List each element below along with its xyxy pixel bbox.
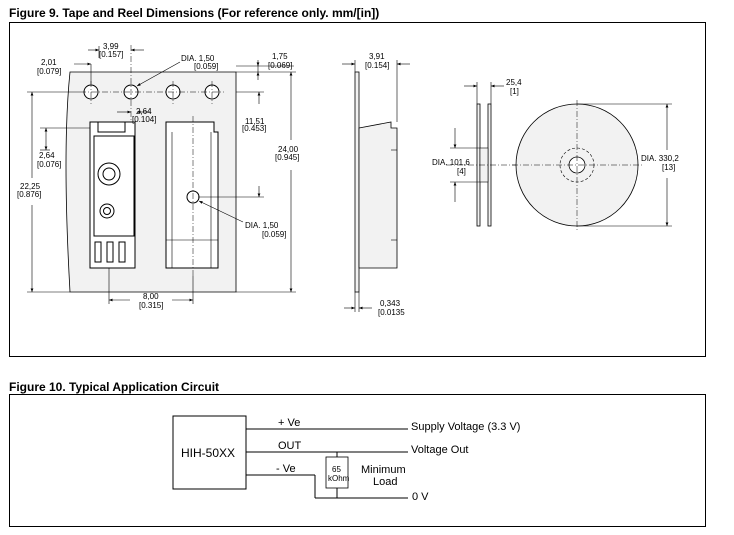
dim-175: 1,75	[272, 52, 288, 61]
dim-2225: 22,25	[20, 182, 41, 191]
resistor-unit: kOhm	[328, 474, 350, 483]
dim-264b: 2,64	[39, 151, 55, 160]
reel-side-dimensions	[450, 82, 504, 202]
dim-1151-in: [0.453]	[242, 124, 266, 133]
tape-front-view	[65, 45, 237, 293]
resistor-value: 65	[332, 465, 341, 474]
dim-dia150b-in: [0.059]	[262, 230, 286, 239]
pocket-side	[358, 121, 398, 269]
dim-dia1016: DIA. 101,6	[432, 158, 470, 167]
dim-201: 2,01	[41, 58, 57, 67]
pocket-empty	[165, 121, 219, 269]
dim-264a: 2,64	[136, 107, 152, 116]
load-label-1: Minimum	[361, 464, 406, 476]
dim-254-in: [1]	[510, 87, 519, 96]
dim-391: 3,91	[369, 52, 385, 61]
dim-2400: 24,00	[278, 145, 299, 154]
pin-neg-label: - Ve	[276, 463, 296, 475]
dim-399: 3,99	[103, 42, 119, 51]
dim-1151: 11,51	[245, 117, 265, 126]
dim-175-in: [0.069]	[268, 61, 292, 70]
vout-label: Voltage Out	[411, 444, 469, 456]
pocket-with-sensor	[89, 121, 136, 269]
supply-label: Supply Voltage (3.3 V)	[411, 421, 520, 433]
resistor	[325, 456, 349, 489]
dim-dia3302: DIA. 330,2	[641, 154, 679, 163]
dim-264b-in: [0.076]	[37, 160, 61, 169]
tape-side-view	[354, 71, 398, 293]
dim-dia150a-in: [0.059]	[194, 62, 218, 71]
sensor-body	[93, 135, 135, 237]
circuit	[172, 415, 408, 499]
dim-391-in: [0.154]	[365, 61, 389, 70]
ground-label: 0 V	[412, 491, 429, 503]
reel-front-view	[512, 100, 642, 230]
side-dimensions	[342, 60, 410, 312]
figure-9-title: Figure 9. Tape and Reel Dimensions (For …	[9, 6, 380, 20]
front-dimensions	[27, 46, 296, 304]
figure-10-frame	[9, 394, 706, 527]
chip-label: HIH-50XX	[181, 446, 235, 460]
load-label-2: Load	[373, 476, 397, 488]
dim-dia150b: DIA. 1,50	[245, 221, 279, 230]
pin-out-label: OUT	[278, 440, 302, 452]
pin-pos-label: + Ve	[278, 417, 300, 429]
chip-box	[172, 415, 247, 490]
dim-254: 25,4	[506, 78, 522, 87]
dim-399-in: [0.157]	[99, 50, 123, 59]
figure-10-title: Figure 10. Typical Application Circuit	[9, 380, 220, 394]
dim-0343-in: [0.0135	[378, 308, 405, 317]
dim-dia3302-in: [13]	[662, 163, 675, 172]
dim-800: 8,00	[143, 292, 159, 301]
dim-264a-in: [0.104]	[132, 115, 156, 124]
dim-800-in: [0.315]	[139, 301, 163, 310]
dim-dia150a: DIA. 1,50	[181, 54, 215, 63]
dim-dia1016-in: [4]	[457, 167, 466, 176]
tape-side-strip	[354, 71, 360, 293]
dim-2400-in: [0.945]	[275, 153, 299, 162]
dim-0343: 0,343	[380, 299, 401, 308]
dim-2225-in: [0.876]	[17, 190, 41, 199]
reel-side-view	[446, 103, 520, 227]
reel-front-dimensions	[577, 103, 672, 227]
dim-201-in: [0.079]	[37, 67, 61, 76]
